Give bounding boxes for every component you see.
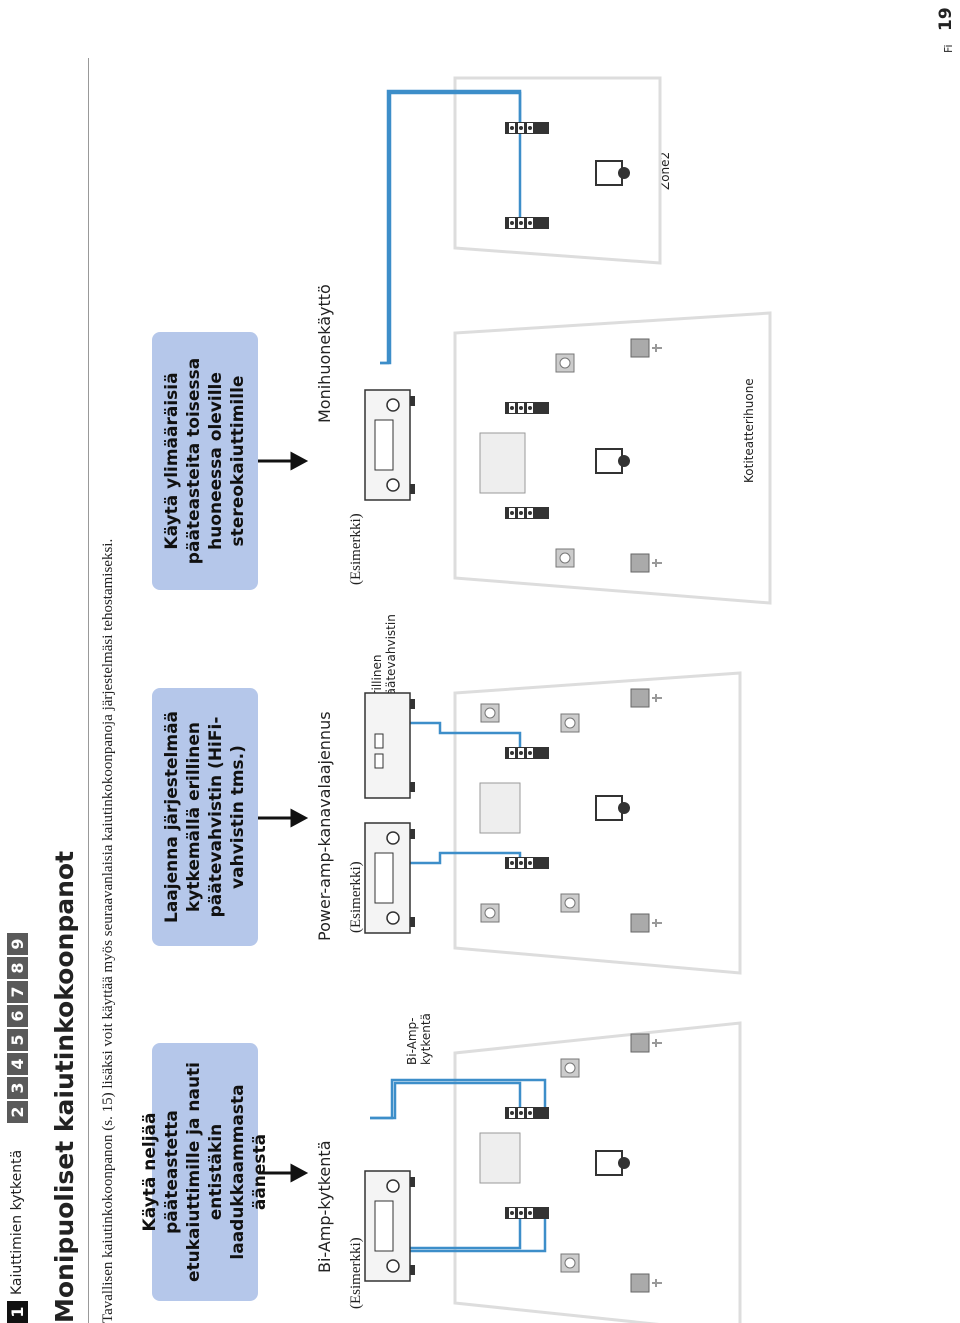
configuration-diagrams <box>258 76 772 1323</box>
